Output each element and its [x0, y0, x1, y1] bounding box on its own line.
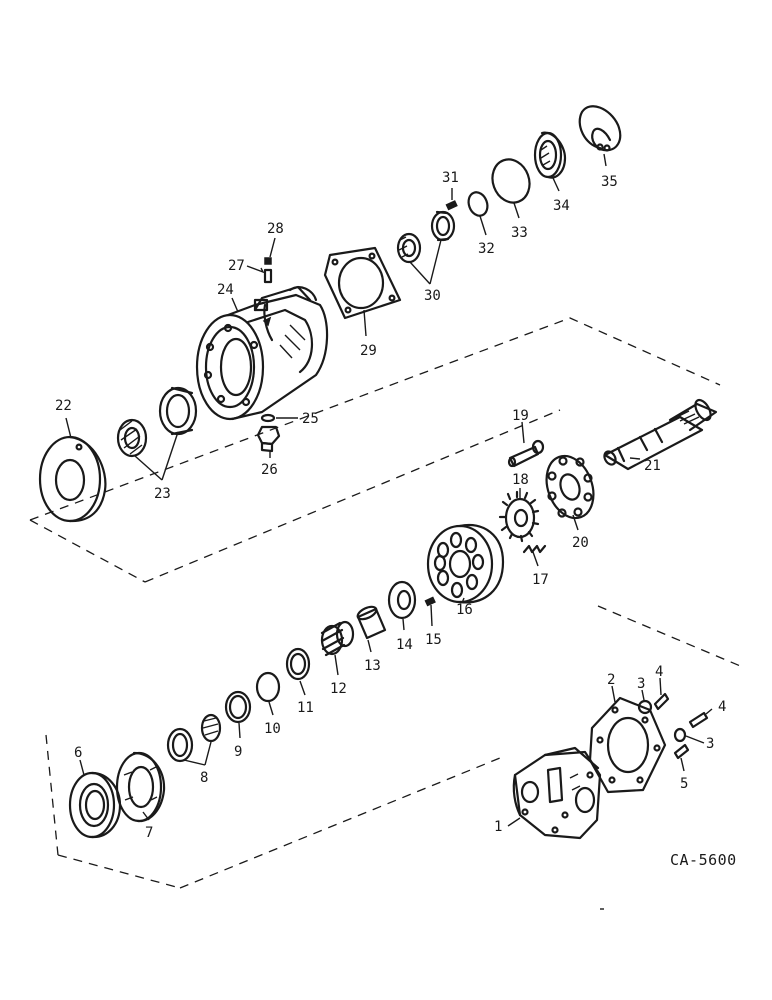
leader-lines	[65, 153, 713, 827]
callout-27: 27	[228, 258, 245, 274]
part-21-shaft	[603, 398, 718, 471]
part-18-gear	[498, 490, 540, 543]
part-9-ring	[224, 690, 252, 724]
callout-33: 33	[511, 225, 528, 241]
part-32-ring	[467, 191, 489, 217]
callout-labels: 1 2 3 4 4 3 5 6 7 8 9 10 11 12 13 14 15 …	[55, 170, 726, 841]
part-24-housing	[195, 285, 329, 421]
callout-7: 7	[145, 825, 153, 841]
callout-29: 29	[360, 343, 377, 359]
callout-35: 35	[601, 174, 618, 190]
part-23-bearing	[116, 386, 198, 458]
part-30-bearing-pair	[396, 210, 456, 264]
part-35-snap-ring	[578, 105, 622, 152]
callout-4-upper: 4	[655, 664, 663, 680]
callout-22: 22	[55, 398, 72, 414]
part-31-pin	[445, 200, 458, 211]
part-10-ring	[255, 671, 281, 703]
callout-1: 1	[494, 819, 502, 835]
callout-18: 18	[512, 472, 529, 488]
callout-11: 11	[297, 700, 314, 716]
callout-9: 9	[234, 744, 242, 760]
callout-21: 21	[644, 458, 661, 474]
callout-20: 20	[572, 535, 589, 551]
callout-17: 17	[532, 572, 549, 588]
part-5-plug	[673, 743, 690, 760]
part-22-cover	[38, 435, 107, 523]
part-3-ring-upper	[637, 699, 653, 715]
callout-4-lower: 4	[718, 699, 726, 715]
part-28-plug	[264, 257, 272, 265]
part-11-ring	[285, 647, 311, 681]
callout-8: 8	[200, 770, 208, 786]
callout-25: 25	[302, 411, 319, 427]
callout-12: 12	[330, 681, 347, 697]
callout-3-lower: 3	[706, 736, 714, 752]
part-29-gasket	[323, 246, 402, 320]
assembly-boundary-lower	[45, 605, 746, 889]
part-27-pin	[263, 268, 273, 284]
part-19-pin	[507, 439, 545, 468]
part-7-swash-plate	[115, 751, 166, 823]
callout-28: 28	[267, 221, 284, 237]
callout-16: 16	[456, 602, 473, 618]
part-8-bearing	[166, 713, 222, 763]
part-33-o-ring	[491, 158, 531, 204]
callout-15: 15	[425, 632, 442, 648]
callout-34: 34	[553, 198, 570, 214]
callout-32: 32	[478, 241, 495, 257]
callout-26: 26	[261, 462, 278, 478]
part-1-pump-body	[512, 746, 602, 840]
part-17-spring	[522, 544, 547, 554]
callout-19: 19	[512, 408, 529, 424]
callout-6: 6	[74, 745, 82, 761]
part-6-seal	[68, 771, 122, 839]
part-2-gasket-plate	[588, 696, 667, 794]
part-16-cylinder-block	[426, 523, 505, 604]
part-25-o-ring	[260, 413, 276, 423]
callout-3-upper: 3	[637, 676, 645, 692]
callout-5: 5	[680, 776, 688, 792]
callout-14: 14	[396, 637, 413, 653]
callout-30: 30	[424, 288, 441, 304]
assembly-boundary-upper	[29, 317, 721, 583]
callout-23: 23	[154, 486, 171, 502]
callout-24: 24	[217, 282, 234, 298]
callout-10: 10	[264, 721, 281, 737]
part-26-plug	[256, 425, 281, 453]
part-4-plug-upper	[653, 692, 670, 711]
part-20-port-plate	[545, 454, 595, 520]
part-12-spring	[320, 620, 355, 657]
part-14-washer	[387, 580, 417, 620]
part-13-sleeve	[356, 605, 387, 640]
callout-13: 13	[364, 658, 381, 674]
drawing-reference-code: CA-5600	[670, 851, 737, 869]
part-4-plug-lower	[688, 711, 709, 729]
callout-2: 2	[607, 672, 615, 688]
part-15-pin	[424, 596, 436, 607]
part-34-seal	[533, 131, 567, 179]
callout-31: 31	[442, 170, 459, 186]
part-3-ring-lower	[673, 727, 687, 743]
